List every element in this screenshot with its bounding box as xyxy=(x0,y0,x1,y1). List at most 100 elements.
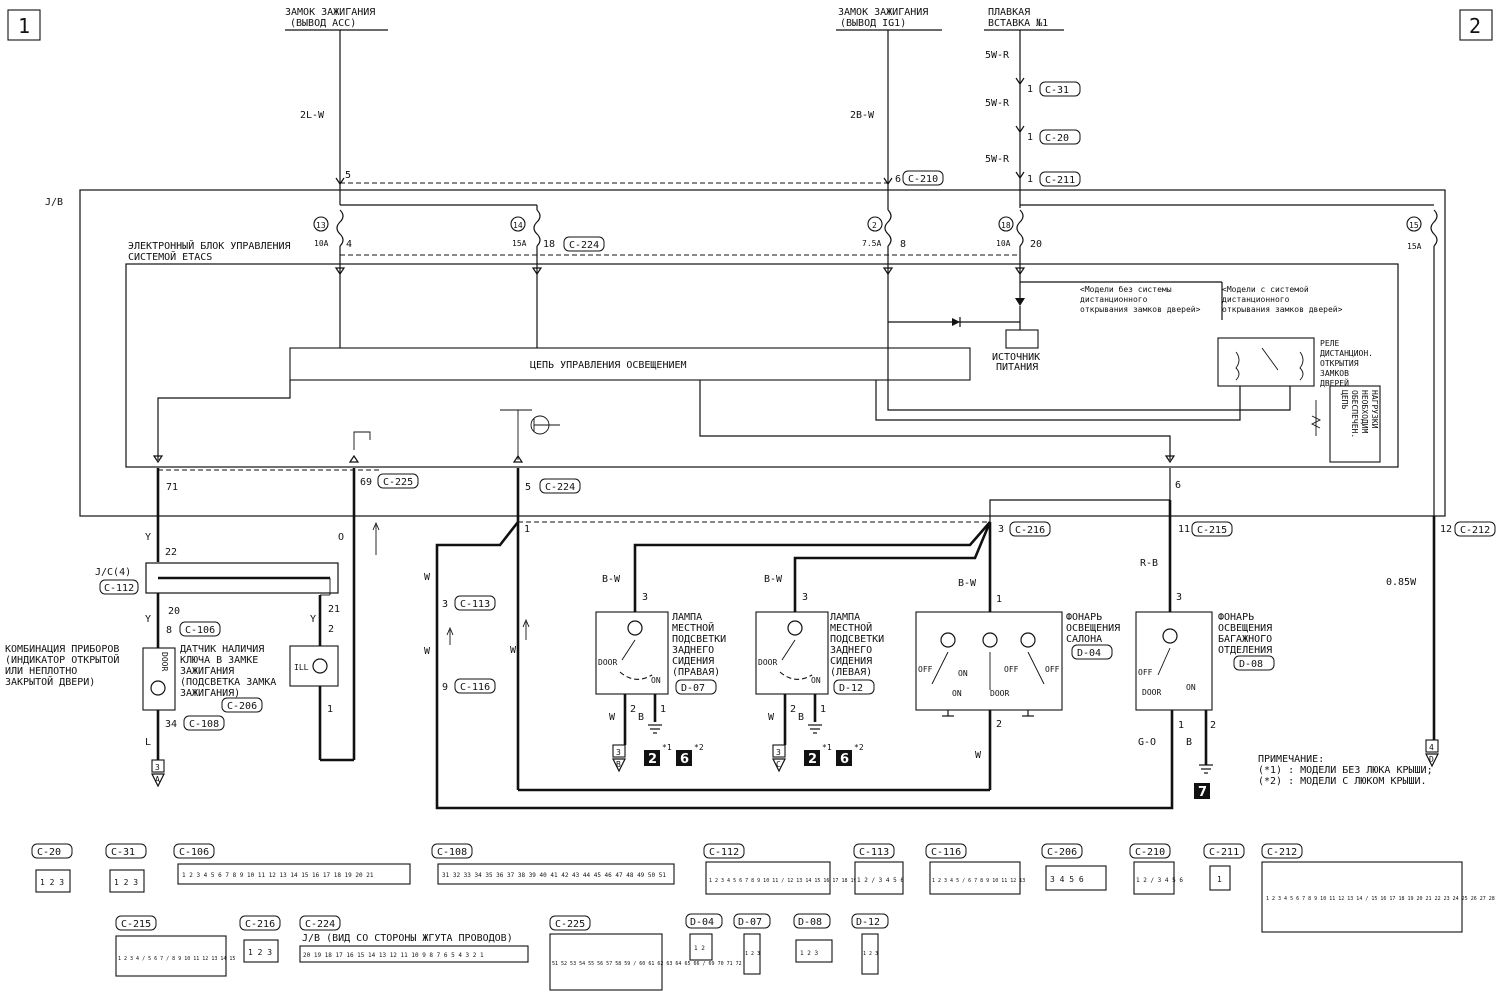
wire-segment xyxy=(772,758,786,773)
symbol-shape xyxy=(1071,644,1113,660)
label-pins-p71: 71 xyxy=(166,482,178,493)
wire-segment xyxy=(779,671,813,680)
label-pins-p69: 69 xyxy=(360,477,372,488)
label-wires-w_w_d12: W xyxy=(768,712,775,723)
ignition-ig1-label: ЗАМОК ЗАЖИГАНИЯ (ВЫВОД IG1) xyxy=(836,7,942,31)
page-marker-2: 2 xyxy=(1459,9,1493,41)
wire-segment xyxy=(793,521,992,612)
label-fuses-3-num: 18 xyxy=(1001,221,1011,230)
wire-segment xyxy=(533,209,541,247)
label-pins-p11: 11 xyxy=(1178,524,1190,535)
label-legend-row2-7-pins: 1 2 3 xyxy=(863,951,878,957)
label-pins-p20b: 20 xyxy=(168,606,180,617)
symbol-shape xyxy=(705,861,831,895)
label-blocks-load-1: ОБЕСПЕЧЕН. xyxy=(1350,390,1359,438)
label-blocks-key_sensor-3: (ПОДСВЕТКА ЗАМКА xyxy=(180,677,276,688)
label-blocks-on: ON xyxy=(811,676,821,685)
label-connector_tags-c215: C-215 xyxy=(1197,525,1227,536)
label-legend-row1-6-pins: 1 2 3 4 5 / 6 7 8 9 10 11 12 13 xyxy=(932,878,1025,884)
symbol-shape xyxy=(1133,861,1175,895)
connector-tag-c215: C-215 xyxy=(1191,521,1233,537)
symbol-shape xyxy=(1009,521,1051,537)
junction-block xyxy=(79,189,1446,517)
symbol-shape xyxy=(177,863,411,885)
label-pins-p2d: 2 xyxy=(996,719,1002,730)
label-wires-w_go: G-O xyxy=(1138,737,1156,748)
label-legend-row1-7-tag: C-206 xyxy=(1047,847,1077,858)
symbol-shape xyxy=(377,473,419,489)
label-blocks-lamp_left-4: СИДЕНИЯ xyxy=(830,656,872,667)
connector-tag-c108: C-108 xyxy=(183,715,225,731)
symbol-shape xyxy=(431,843,473,859)
symbol-shape xyxy=(925,843,967,859)
label-pins-p6: 6 xyxy=(895,174,901,185)
wire-segment xyxy=(931,651,949,685)
label-refs-g2b: 2 xyxy=(808,752,817,767)
wire-segment xyxy=(1015,171,1025,180)
label-blocks-power-1: ПИТАНИЯ xyxy=(996,362,1038,373)
symbol-shape xyxy=(743,933,761,975)
symbol-shape xyxy=(833,679,875,695)
symbol-shape xyxy=(105,843,147,859)
label-legend-row1-8-pins: 1 2 / 3 4 5 6 xyxy=(1136,877,1183,884)
label-legend-row1-6-tag: C-116 xyxy=(931,847,961,858)
label-legend-row2-6-pins: 1 2 3 xyxy=(800,950,818,957)
symbol-shape xyxy=(733,913,771,929)
label-legend-row2-0-pins: 1 2 3 4 / 5 6 7 / 8 9 10 11 12 13 14 15 xyxy=(118,956,235,962)
label-note-title: ПРИМЕЧАНИЕ: xyxy=(1258,754,1324,765)
label-legend-row1-5-pins: 1 2 / 3 4 5 6 xyxy=(857,877,904,884)
symbol-shape xyxy=(1209,865,1231,891)
key-sensor xyxy=(289,645,339,687)
wire-segment xyxy=(1164,455,1176,464)
symbol-shape xyxy=(454,678,496,694)
label-blocks-lamp_left-2: ПОДСВЕТКИ xyxy=(830,634,884,645)
label-connector_tags-c106: C-106 xyxy=(185,625,215,636)
label-blocks-lamp_right-1: МЕСТНОЙ xyxy=(672,621,714,634)
symbol-shape xyxy=(804,750,820,766)
label-legend-row2-0-tag: C-215 xyxy=(121,919,151,930)
label-refs-r3c: 3 xyxy=(776,748,781,757)
label-pins-p8: 8 xyxy=(900,239,906,250)
symbol-shape xyxy=(115,935,227,977)
label-refs-rd: D xyxy=(1429,755,1434,764)
label-pins-p5b: 5 xyxy=(525,482,531,493)
label-connector_tags-c116: C-116 xyxy=(460,682,490,693)
symbol-shape xyxy=(313,216,329,232)
fuse-15: 15 15A xyxy=(1406,209,1438,251)
label-wires-w_w3: W xyxy=(424,646,431,657)
label-blocks-relay-0: РЕЛЕ xyxy=(1320,339,1339,348)
connector-tag-c210: C-210 xyxy=(902,170,944,186)
label-pins-p1h: 1 xyxy=(820,704,826,715)
power-source-box xyxy=(1005,329,1039,349)
label-pins-p9: 9 xyxy=(442,682,448,693)
connector-tag-c225: C-225 xyxy=(377,473,419,489)
label-connector_tags-c113: C-113 xyxy=(460,599,490,610)
label-legend-row1-9-tag: C-211 xyxy=(1209,847,1239,858)
wire-segment xyxy=(781,639,796,661)
symbol-shape xyxy=(437,863,675,885)
label-wires-w_bw1: B-W xyxy=(602,574,621,585)
label-pins-p1i: 1 xyxy=(1178,720,1184,731)
symbol-shape xyxy=(115,915,157,931)
label-fuses-4-num: 15 xyxy=(1409,221,1419,230)
label-blocks-on: ON xyxy=(952,689,962,698)
label-blocks-with_keyless-0: <Модели с системой xyxy=(1222,285,1309,294)
wire-segment xyxy=(151,773,165,788)
fuse-13: 13 10A xyxy=(313,209,344,248)
wire-segment xyxy=(336,209,344,247)
label-legend-row2-2-pins: 20 19 18 17 16 15 14 13 12 11 10 9 8 7 6… xyxy=(303,952,484,959)
label-connector_tags-d12: D-12 xyxy=(839,683,863,694)
label-legend-c224_caption: J/B (ВИД СО СТОРОНЫ ЖГУТА ПРОВОДОВ) xyxy=(302,933,513,944)
fuse-link-label: ПЛАВКАЯ ВСТАВКА №1 xyxy=(984,7,1064,31)
legend-c206: C-206 3 4 5 6 xyxy=(1041,843,1107,891)
symbol-shape xyxy=(853,843,895,859)
label-refs-s4: *2 xyxy=(854,743,864,752)
label-top_labels-ign_acc-0: ЗАМОК ЗАЖИГАНИЯ xyxy=(285,7,375,18)
label-pins-p2b: 2 xyxy=(630,704,636,715)
wire-segment xyxy=(1015,77,1025,86)
label-blocks-trunk-0: ФОНАРЬ xyxy=(1218,612,1254,623)
label-pins-p6b: 6 xyxy=(1175,480,1181,491)
label-pins-p1a: 1 xyxy=(1027,84,1033,95)
symbol-shape xyxy=(1191,521,1233,537)
page-marker-1: 1 xyxy=(7,9,41,41)
